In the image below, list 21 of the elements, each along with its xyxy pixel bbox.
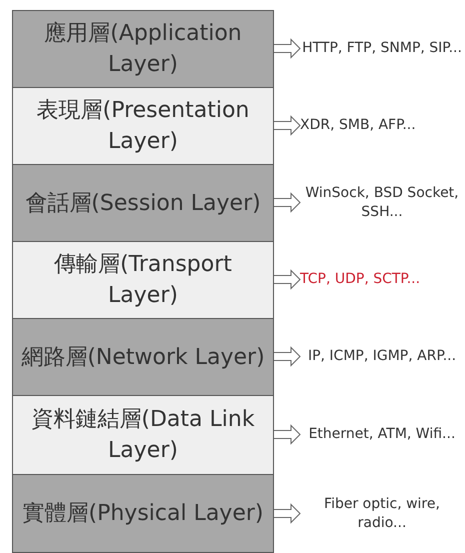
layer-box: 傳輸層(Transport Layer) [12,241,274,320]
layer-box: 實體層(Physical Layer) [12,474,274,553]
hollow-arrow [274,424,301,445]
protocol-list: IP, ICMP, IGMP, ARP... [308,347,456,366]
hollow-arrow [274,346,301,367]
hollow-arrow [274,115,301,136]
hollow-arrow [274,269,301,290]
protocol-list: TCP, UDP, SCTP... [300,270,420,289]
protocol-list: WinSock, BSD Socket, SSH... [302,184,462,222]
protocol-list: XDR, SMB, AFP... [300,116,416,135]
hollow-arrow [274,38,301,59]
protocol-list: HTTP, FTP, SNMP, SIP... [302,39,462,58]
layer-box: 網路層(Network Layer) [12,318,274,396]
protocol-list: Ethernet, ATM, Wifi... [308,425,456,444]
layer-box: 會話層(Session Layer) [12,164,274,242]
hollow-arrow [274,503,301,524]
protocol-list: Fiber optic, wire, radio... [302,494,462,532]
layer-box: 資料鏈結層(Data Link Layer) [12,395,274,476]
hollow-arrow [274,192,301,213]
layer-box: 應用層(Application Layer) [12,10,274,88]
layer-box: 表現層(Presentation Layer) [12,87,274,166]
